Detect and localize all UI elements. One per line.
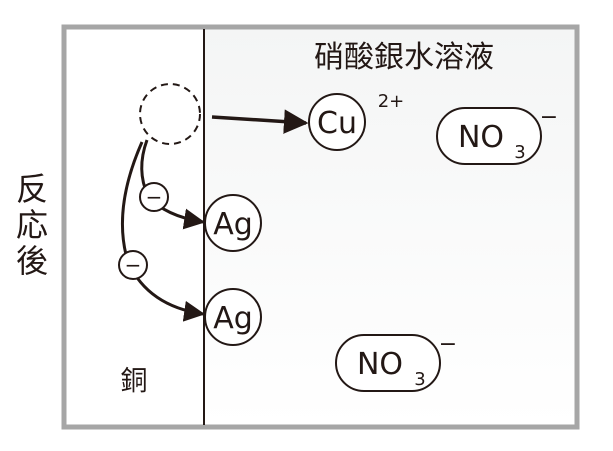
nitrate-ion-bottom-charge: −	[439, 332, 457, 357]
container-frame	[61, 24, 580, 430]
nitrate-ion-bottom-subscript: 3	[414, 369, 425, 390]
nitrate-ion-bottom-base: NO	[357, 347, 403, 382]
side-label-char-1: 反	[16, 170, 48, 208]
copper-ion-symbol: Cu	[317, 106, 357, 141]
copper-ion-circle	[308, 93, 366, 151]
nitrate-ion-top-base: NO	[458, 120, 504, 155]
nitrate-ion-top-subscript: 3	[514, 142, 525, 163]
electron-lower-sign: −	[125, 253, 142, 277]
silver-atom-upper-circle	[204, 194, 262, 252]
side-label-char-2: 応	[16, 206, 48, 244]
nitrate-ion-bottom-capsule	[335, 334, 441, 392]
silver-atom-lower-circle	[204, 288, 262, 346]
silver-atom-upper-symbol: Ag	[213, 207, 253, 242]
copper-vacancy-circle	[139, 83, 201, 145]
electron-upper-sign: −	[146, 185, 163, 209]
nitrate-ion-top-charge: −	[540, 105, 558, 130]
copper-ion-charge: 2+	[378, 91, 405, 112]
side-label-char-3: 後	[16, 242, 48, 280]
solution-label: 硝酸銀水溶液	[314, 40, 494, 75]
dissolution-arrow	[211, 109, 309, 134]
nitrate-ion-top-capsule	[436, 107, 542, 165]
silver-atom-lower-symbol: Ag	[213, 301, 253, 336]
copper-label: 銅	[121, 366, 148, 397]
electron-lower-circle	[118, 250, 148, 280]
electron-upper-circle	[139, 182, 169, 212]
